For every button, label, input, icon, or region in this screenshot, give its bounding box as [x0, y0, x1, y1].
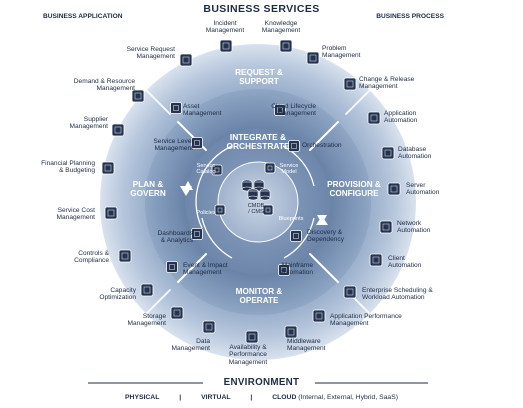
label-enterprise-scheduling: Enterprise Scheduling &Workload Automati… [362, 287, 433, 302]
env-virtual: VIRTUAL [201, 394, 231, 401]
cloud-icon [274, 104, 286, 116]
app-window-icon [312, 309, 326, 323]
label-discovery-dependency: Discovery &Dependency [307, 229, 345, 244]
magnifier-icon [290, 230, 302, 242]
chart-icon [140, 283, 154, 297]
laptop-icon [219, 39, 233, 53]
environment-title: ENVIRONMENT [223, 377, 300, 388]
business-services-title: BUSINESS SERVICES [203, 3, 320, 15]
cmdb-icon [241, 179, 271, 201]
gauge-icon [245, 330, 259, 344]
mainframe-icon [278, 264, 290, 276]
env-cloud: CLOUD [272, 394, 297, 401]
network-icon [379, 220, 393, 234]
label-controls-compliance: Controls &Compliance [74, 250, 109, 265]
segment-plan-govern: PLAN &GOVERN [130, 180, 166, 198]
model-icon [264, 162, 276, 174]
segment-monitor-operate: MONITOR &OPERATE [235, 287, 283, 305]
policy-icon [214, 204, 226, 216]
env-separator-1: | [179, 394, 182, 401]
business-application-label: BUSINESS APPLICATION [43, 13, 123, 20]
label-financial-planning: Financial Planning& Budgeting [41, 160, 95, 175]
label-dashboards-analytics: Dashboards& Analytics [157, 230, 193, 245]
cart-icon [179, 53, 193, 67]
document-icon [306, 51, 320, 65]
cycle-icon [343, 77, 357, 91]
segment-integrate-orchestrate: INTEGRATE &ORCHESTRATE [226, 132, 290, 151]
dashboard-icon [191, 228, 203, 240]
blueprint-icon [262, 204, 274, 216]
app-window-icon [367, 111, 381, 125]
label-orchestration: Orchestration [302, 142, 342, 149]
database-icon [381, 146, 395, 160]
env-physical: PHYSICAL [125, 394, 160, 401]
sla-icon [191, 137, 203, 149]
orchestration-icon [288, 140, 300, 152]
label-blueprints: Blueprints [278, 216, 304, 222]
env-cloud-detail: (Internal, External, Hybrid, SaaS) [298, 394, 398, 401]
spreadsheet-icon [101, 161, 115, 175]
segment-provision-configure: PROVISION &CONFIGURE [327, 180, 381, 198]
right-arrow-head [317, 215, 327, 224]
checklist-icon [118, 249, 132, 263]
storage-icon [170, 306, 184, 320]
asset-icon [170, 102, 182, 114]
middleware-icon [284, 325, 298, 339]
building-icon [111, 123, 125, 137]
dollar-icon [104, 206, 118, 220]
segment-request-support: REQUEST &SUPPORT [235, 68, 283, 86]
monitor-icon [369, 253, 383, 267]
label-policies: Policies [196, 210, 216, 216]
business-process-label: BUSINESS PROCESS [376, 13, 444, 20]
alert-icon [166, 261, 178, 273]
label-cmdb-cms: CMDB/ CMS [247, 203, 265, 216]
icon-layer [101, 39, 401, 344]
database-icon [202, 320, 216, 334]
env-separator-2: | [250, 394, 253, 401]
left-arrow-head [183, 181, 193, 190]
funnel-icon [131, 89, 145, 103]
lightbulb-icon [279, 39, 293, 53]
core-hub [217, 161, 299, 243]
globe-icon [343, 285, 357, 299]
catalog-icon [211, 164, 223, 176]
environment-row: PHYSICAL | VIRTUAL | CLOUD (Internal, Ex… [0, 394, 523, 401]
server-icon [387, 182, 401, 196]
